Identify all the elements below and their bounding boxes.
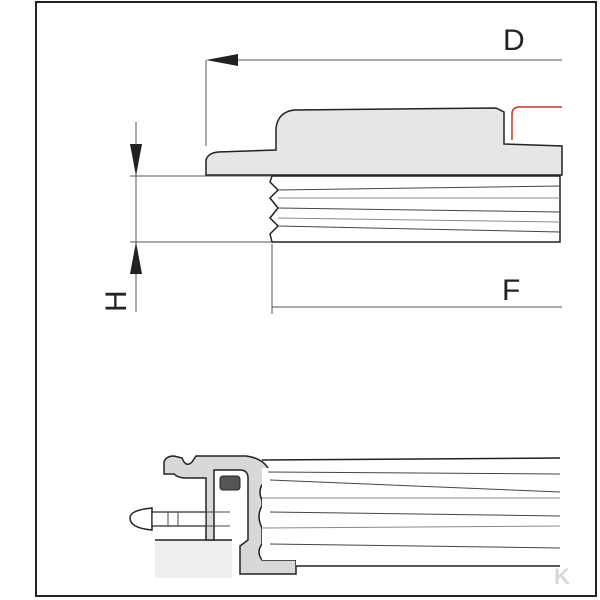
arrow-head: [130, 144, 142, 176]
thread-line: [277, 225, 561, 233]
section-line: [261, 457, 561, 461]
section-line: [269, 479, 561, 493]
watermark-logo: K: [554, 564, 570, 589]
arrow-head: [206, 54, 238, 66]
section-thread-body: [262, 468, 560, 566]
dimension-label-h: H: [100, 290, 133, 312]
thread-line: [277, 207, 561, 213]
dimension-label-d: D: [503, 24, 525, 57]
thread-line: [277, 185, 561, 191]
dimension-h: H: [100, 122, 272, 312]
dimension-f: F: [271, 244, 562, 314]
section-line: [261, 525, 561, 529]
cap-cross-section: [129, 455, 561, 578]
rivet-head: [129, 507, 153, 531]
cap-side-view: [205, 106, 563, 243]
tank-wall: [155, 540, 232, 578]
section-line: [269, 543, 561, 549]
seal-insert: [219, 475, 241, 491]
section-line: [267, 471, 561, 475]
arrow-head: [130, 242, 142, 274]
thread-body: [268, 175, 561, 243]
dimension-label-f: F: [502, 274, 520, 307]
dimension-d: D: [205, 24, 562, 146]
section-profile: [163, 455, 297, 575]
frame-border: [35, 1, 597, 597]
section-line: [269, 511, 561, 517]
thread-line: [277, 217, 561, 223]
cap-accent-line: [511, 106, 562, 140]
cap-body: [205, 107, 563, 176]
rivet-shank: [151, 511, 207, 527]
